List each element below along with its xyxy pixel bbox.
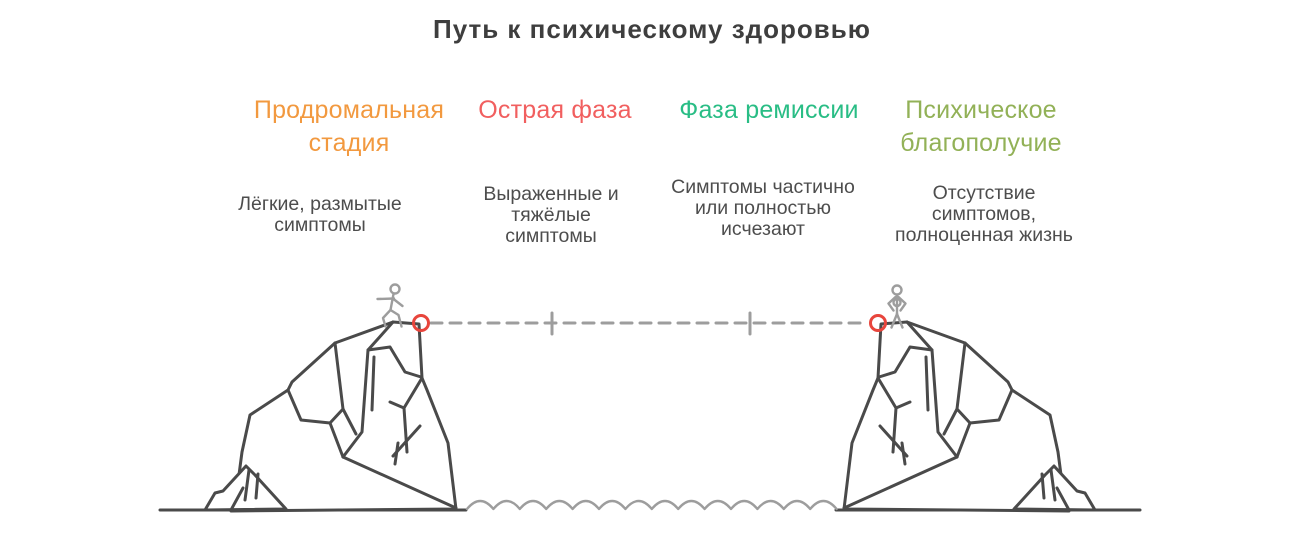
stage-desc-remission: Симптомы частично или полностью исчезают [671, 176, 855, 240]
rock-facet [229, 486, 245, 512]
path-start-marker [412, 314, 430, 332]
stage-label-remission: Фаза ремиссии [679, 96, 859, 124]
cliff-facet [370, 355, 376, 412]
cliff-facet [366, 345, 423, 379]
stage-label-acute: Острая фаза [478, 96, 632, 124]
stage-desc-wellbeing: Отсутствие симптомов, полноценная жизнь [895, 182, 1073, 246]
path-end-marker [869, 314, 887, 332]
rock-facet [243, 468, 251, 502]
stage-label-prodromal: Продромальная стадия [253, 96, 445, 157]
page-title: Путь к психическому здоровью [433, 14, 871, 44]
cliff-facet [341, 320, 395, 459]
water-waves [465, 499, 838, 511]
stage-desc-prodromal: Лёгкие, размытые симптомы [238, 193, 402, 236]
walking-figure-icon [376, 283, 404, 328]
cliff-silhouette [229, 320, 458, 513]
cliff-facet [388, 400, 406, 410]
right-cliff [842, 320, 1097, 513]
stage-desc-acute: Выраженные и тяжёлые симптомы [483, 183, 619, 247]
cliff-facet [328, 421, 345, 459]
left-cliff [203, 320, 458, 513]
standing-figure-icon [887, 284, 907, 329]
cliff-facet [341, 455, 458, 510]
stage-label-wellbeing: Психическое благополучие [900, 96, 1062, 157]
rock-facet [254, 472, 260, 500]
cliff-facet [341, 407, 358, 436]
cliff-crack [393, 441, 400, 466]
